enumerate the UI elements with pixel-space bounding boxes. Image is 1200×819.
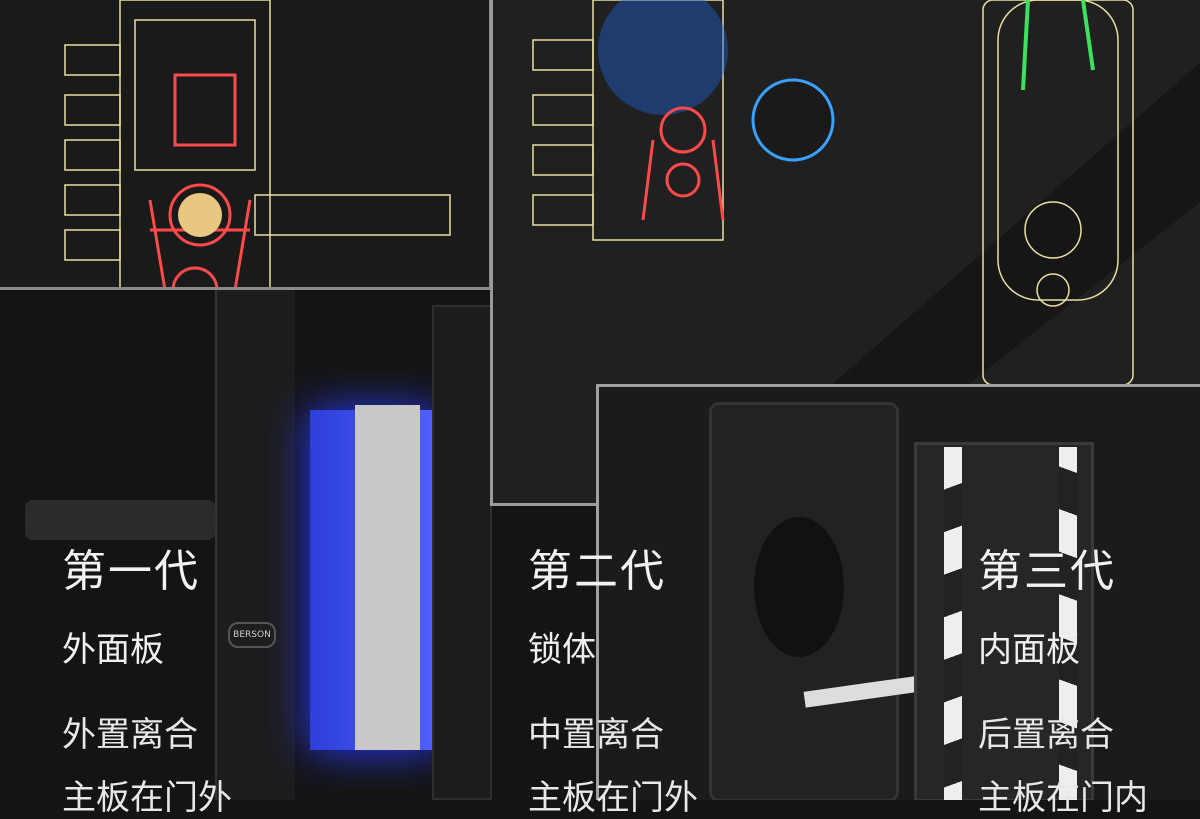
generation-1-clutch: 外置离合 bbox=[62, 715, 198, 755]
lock-handle bbox=[25, 500, 215, 540]
protective-strip bbox=[944, 447, 962, 800]
generation-3-board: 主板在门内 bbox=[978, 778, 1148, 818]
inner-panel-cutout bbox=[754, 517, 844, 657]
inner-panel-photo bbox=[596, 384, 1200, 800]
generation-2-board: 主板在门外 bbox=[528, 778, 698, 818]
schematic-panel-outer bbox=[0, 0, 492, 290]
brand-logo: BERSON bbox=[228, 622, 276, 648]
outer-panel-body bbox=[215, 290, 295, 800]
generation-2-clutch: 中置离合 bbox=[528, 715, 664, 755]
generation-3-title: 第三代 bbox=[978, 546, 1116, 597]
protective-strip bbox=[1059, 447, 1077, 800]
generation-1-board: 主板在门外 bbox=[62, 778, 232, 818]
mounting-plate bbox=[432, 305, 492, 800]
generation-2-title: 第二代 bbox=[528, 546, 666, 597]
generation-1-part: 外面板 bbox=[62, 630, 164, 670]
generation-2-part: 锁体 bbox=[528, 630, 596, 670]
generation-3-clutch: 后置离合 bbox=[978, 715, 1114, 755]
generation-1-title: 第一代 bbox=[62, 546, 200, 597]
outer-schematic-drawing bbox=[64, 0, 451, 287]
lock-body-plate bbox=[355, 405, 420, 750]
generation-3-part: 内面板 bbox=[978, 630, 1080, 670]
